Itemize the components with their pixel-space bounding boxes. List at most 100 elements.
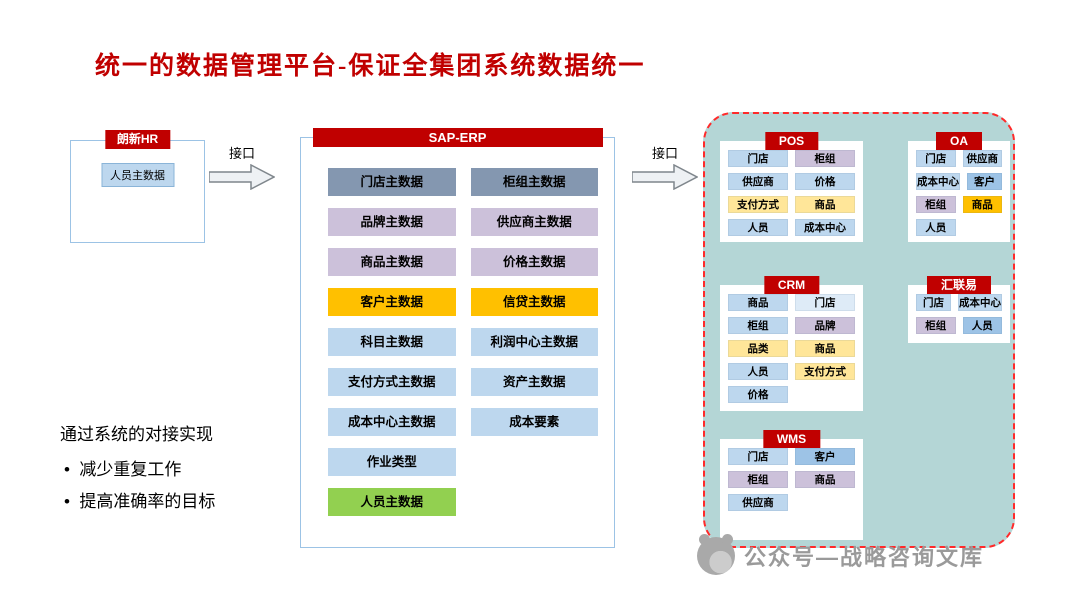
sap-item: 科目主数据: [328, 328, 456, 356]
sap-item: 人员主数据: [328, 488, 456, 516]
system-item-row: 人员: [916, 219, 1002, 236]
system-item: 供应商: [962, 150, 1002, 167]
sap-item: 门店主数据: [328, 168, 456, 196]
system-item: 门店: [916, 294, 951, 311]
system-item-grid: 门店供应商成本中心客户柜组商品人员: [916, 150, 1002, 236]
sap-item: 信贷主数据: [470, 288, 598, 316]
system-item-row: 供应商价格: [728, 173, 855, 190]
system-item: 柜组: [916, 317, 956, 334]
system-item: 门店: [728, 448, 788, 465]
sap-item: 支付方式主数据: [328, 368, 456, 396]
system-item-row: 门店客户: [728, 448, 855, 465]
sap-right-column: 柜组主数据供应商主数据价格主数据信贷主数据利润中心主数据资产主数据成本要素: [470, 168, 598, 516]
system-item: 品牌: [795, 317, 855, 334]
watermark: 公众号—战略咨询文库: [697, 534, 985, 575]
system-item-row: 人员成本中心: [728, 219, 855, 236]
system-header-wms: WMS: [762, 430, 821, 448]
note-bullet: 提高准确率的目标: [60, 487, 215, 512]
system-item-row: 门店柜组: [728, 150, 855, 167]
system-item: 商品: [962, 196, 1002, 213]
notes-heading: 通过系统的对接实现: [60, 425, 213, 444]
system-item: 商品: [795, 340, 855, 357]
system-item-row: 品类商品: [728, 340, 855, 357]
system-item: 支付方式: [728, 196, 788, 213]
interface-arrow-1: 接口: [207, 143, 277, 195]
system-item: 商品: [795, 196, 855, 213]
sap-item: 成本中心主数据: [328, 408, 456, 436]
system-item-row: 成本中心客户: [916, 173, 1002, 190]
system-item: 人员: [728, 219, 788, 236]
system-item: 门店: [916, 150, 956, 167]
note-bullet: 减少重复工作: [60, 455, 215, 480]
sap-erp-box: SAP-ERP 门店主数据品牌主数据商品主数据客户主数据科目主数据支付方式主数据…: [300, 128, 615, 548]
watermark-text: 公众号—战略咨询文库: [744, 545, 985, 570]
notes: 通过系统的对接实现 减少重复工作提高准确率的目标: [60, 420, 215, 519]
sap-item: 商品主数据: [328, 248, 456, 276]
right-arrow-icon: [208, 163, 276, 191]
system-item-row: 人员支付方式: [728, 363, 855, 380]
system-item-row: 门店成本中心: [916, 294, 1002, 311]
sap-item: 利润中心主数据: [470, 328, 598, 356]
interface-arrow-2: 接口: [630, 143, 700, 195]
interface-arrow-2-label: 接口: [651, 146, 678, 161]
system-item: 人员: [962, 317, 1002, 334]
sap-item: 柜组主数据: [470, 168, 598, 196]
hr-source-box: 朗新HR 人员主数据: [70, 130, 205, 243]
system-box-huilianyi: 汇联易门店成本中心柜组人员: [908, 276, 1010, 343]
system-item: 成本中心: [958, 294, 1002, 311]
system-item: 供应商: [728, 494, 788, 511]
system-header-pos: POS: [764, 132, 819, 150]
system-item: 客户: [795, 448, 855, 465]
system-item: 柜组: [795, 150, 855, 167]
system-header-crm: CRM: [763, 276, 820, 294]
system-item-grid: 门店成本中心柜组人员: [916, 294, 1002, 334]
system-item: 人员: [728, 363, 788, 380]
system-item-row: 支付方式商品: [728, 196, 855, 213]
sap-item: 供应商主数据: [470, 208, 598, 236]
sap-erp-header: SAP-ERP: [312, 128, 603, 147]
sap-item: 资产主数据: [470, 368, 598, 396]
system-item-row: 商品门店: [728, 294, 855, 311]
sap-item: 价格主数据: [470, 248, 598, 276]
notes-list: 减少重复工作提高准确率的目标: [60, 455, 215, 512]
system-item: 柜组: [728, 317, 788, 334]
sap-item: 成本要素: [470, 408, 598, 436]
system-item: 客户: [967, 173, 1002, 190]
system-header-huilianyi: 汇联易: [926, 276, 992, 294]
sap-left-column: 门店主数据品牌主数据商品主数据客户主数据科目主数据支付方式主数据成本中心主数据作…: [328, 168, 456, 516]
system-item: 柜组: [728, 471, 788, 488]
system-item-row: 门店供应商: [916, 150, 1002, 167]
sap-item: 品牌主数据: [328, 208, 456, 236]
page-title: 统一的数据管理平台-保证全集团系统数据统一: [95, 53, 646, 80]
system-item: 柜组: [916, 196, 956, 213]
system-item: 商品: [795, 471, 855, 488]
system-item: 门店: [728, 150, 788, 167]
sap-item-columns: 门店主数据品牌主数据商品主数据客户主数据科目主数据支付方式主数据成本中心主数据作…: [328, 168, 598, 516]
sap-item: 作业类型: [328, 448, 456, 476]
system-item-row: 柜组品牌: [728, 317, 855, 334]
system-item: 供应商: [728, 173, 788, 190]
system-item: 价格: [795, 173, 855, 190]
system-item-row: 柜组商品: [728, 471, 855, 488]
system-item: 商品: [728, 294, 788, 311]
system-item: 价格: [728, 386, 788, 403]
system-item: 人员: [916, 219, 956, 236]
system-item: 门店: [795, 294, 855, 311]
system-item-row: 供应商: [728, 494, 855, 511]
system-item: 支付方式: [795, 363, 855, 380]
system-item-grid: 门店客户柜组商品供应商: [728, 448, 855, 511]
system-item-row: 价格: [728, 386, 855, 403]
system-item: 品类: [728, 340, 788, 357]
system-header-oa: OA: [936, 132, 982, 150]
sap-item: 客户主数据: [328, 288, 456, 316]
hr-source-header: 朗新HR: [104, 130, 171, 149]
system-item-row: 柜组商品: [916, 196, 1002, 213]
hr-person-master-data: 人员主数据: [101, 163, 174, 187]
system-item: 成本中心: [795, 219, 855, 236]
